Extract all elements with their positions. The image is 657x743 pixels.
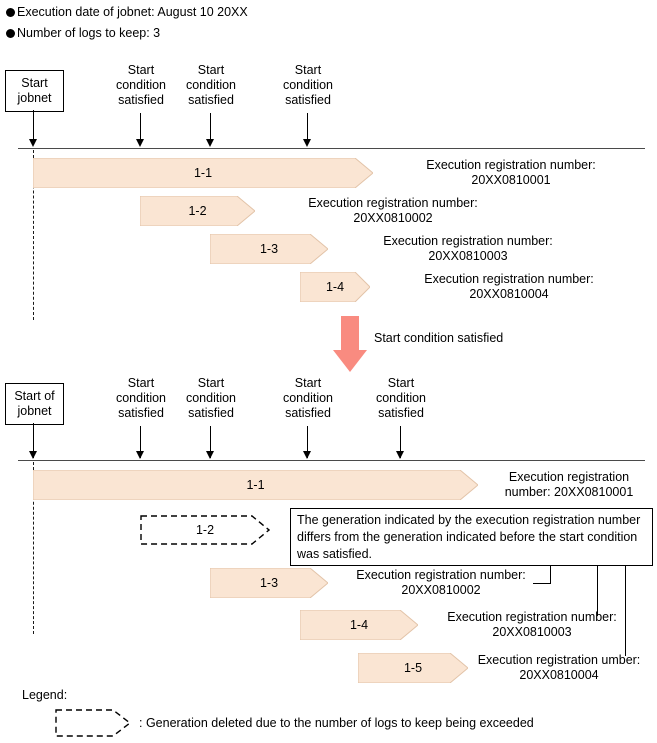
tick-line-start-jobnet-bottom — [33, 423, 34, 458]
legend-description: : Generation deleted due to the number o… — [139, 716, 534, 730]
tick-line-condition-3 — [307, 113, 308, 145]
tick-arrow-condition-1-bottom — [135, 451, 144, 459]
tick-arrow-start-jobnet-bottom — [28, 451, 37, 459]
transition-arrow-label: Start condition satisfied — [374, 331, 504, 345]
start-condition-label-2-bottom: Start condition satisfied — [185, 376, 237, 420]
timeline-top — [18, 148, 645, 149]
generation-bar-1-3-bottom: 1-3 — [210, 568, 328, 598]
arrow-shape-icon — [300, 272, 370, 302]
arrow-shape-icon — [300, 610, 418, 640]
callout-leader-line-2 — [597, 566, 598, 616]
callout-box: The generation indicated by the executio… — [290, 508, 653, 566]
registration-label-1-2-top: Execution registration number: 20XX08100… — [308, 196, 478, 225]
transition-arrow-head — [333, 350, 367, 372]
tick-line-condition-1 — [140, 113, 141, 145]
registration-label-1-3-top: Execution registration number: 20XX08100… — [383, 234, 553, 263]
arrow-shape-icon — [140, 196, 255, 226]
tick-arrow-condition-2-bottom — [205, 451, 214, 459]
registration-label-1-1-top: Execution registration number: 20XX08100… — [426, 158, 596, 187]
generation-bar-1-2-top: 1-2 — [140, 196, 255, 226]
transition-arrow-stem — [341, 316, 359, 352]
header-bullet-execution-date: Execution date of jobnet: August 10 20XX — [6, 5, 248, 19]
arrow-shape-icon — [33, 470, 478, 500]
start-jobnet-box-top: Start jobnet — [5, 70, 64, 112]
generation-bar-1-4-top: 1-4 — [300, 272, 370, 302]
jobnet-start-guideline-bottom — [33, 462, 34, 634]
start-jobnet-box-label: Start of jobnet — [14, 389, 55, 418]
callout-leader-line-1 — [550, 566, 551, 584]
start-condition-label-3-bottom: Start condition satisfied — [282, 376, 334, 420]
generation-bar-1-5-bottom: 1-5 — [358, 653, 468, 683]
arrow-shape-icon — [33, 158, 373, 188]
start-condition-label-1: Start condition satisfied — [115, 63, 167, 107]
header-bullet-text: Number of logs to keep: 3 — [17, 26, 161, 40]
callout-leader-line-3 — [625, 566, 626, 656]
registration-label-1-1-bottom: Execution registration number: 20XX08100… — [504, 470, 634, 499]
legend-title: Legend: — [22, 688, 68, 702]
generation-bar-label: 1-5 — [403, 661, 423, 675]
tick-line-condition-2-bottom — [210, 426, 211, 458]
bullet-dot-icon — [6, 7, 15, 17]
arrow-shape-icon — [210, 568, 328, 598]
tick-line-condition-4-bottom — [400, 426, 401, 458]
start-jobnet-box-label: Start jobnet — [17, 76, 52, 105]
generation-bar-label: 1-2 — [195, 523, 215, 537]
start-condition-label-2: Start condition satisfied — [185, 63, 237, 107]
generation-bar-label: 1-4 — [325, 280, 345, 294]
generation-bar-label: 1-1 — [246, 478, 265, 492]
tick-line-condition-3-bottom — [307, 426, 308, 458]
header-bullet-text: Execution date of jobnet: August 10 20XX — [17, 5, 248, 19]
legend-dashed-arrow-icon — [55, 709, 131, 737]
registration-label-1-3-bottom: Execution registration number: 20XX08100… — [356, 568, 526, 597]
generation-bar-1-1-bottom: 1-1 — [33, 470, 478, 500]
tick-arrow-condition-2 — [205, 139, 214, 147]
arrow-shape-dashed-icon — [140, 515, 270, 545]
timeline-bottom — [18, 460, 645, 461]
start-jobnet-box-bottom: Start of jobnet — [5, 383, 64, 425]
tick-line-condition-2 — [210, 113, 211, 145]
generation-bar-label: 1-3 — [259, 576, 279, 590]
callout-text: The generation indicated by the executio… — [297, 513, 641, 561]
tick-line-condition-1-bottom — [140, 426, 141, 458]
start-condition-label-1-bottom: Start condition satisfied — [115, 376, 167, 420]
tick-arrow-condition-3 — [302, 139, 311, 147]
registration-label-1-4-bottom: Execution registration number: 20XX08100… — [447, 610, 617, 639]
transition-arrow — [333, 316, 367, 372]
generation-bar-1-3-top: 1-3 — [210, 234, 328, 264]
generation-bar-1-4-bottom: 1-4 — [300, 610, 418, 640]
registration-label-1-5-bottom: Execution registration umber: 20XX081000… — [477, 653, 641, 682]
registration-label-1-4-top: Execution registration number: 20XX08100… — [424, 272, 594, 301]
tick-line-start-jobnet — [33, 110, 34, 145]
generation-bar-label: 1-4 — [349, 618, 369, 632]
jobnet-start-guideline-top — [33, 150, 34, 320]
start-condition-label-3: Start condition satisfied — [282, 63, 334, 107]
generation-bar-label: 1-1 — [193, 166, 213, 180]
tick-arrow-condition-4-bottom — [395, 451, 404, 459]
arrow-shape-icon — [210, 234, 328, 264]
generation-bar-label: 1-3 — [259, 242, 279, 256]
start-condition-label-4-bottom: Start condition satisfied — [375, 376, 427, 420]
tick-arrow-condition-3-bottom — [302, 451, 311, 459]
generation-bar-1-2-deleted: 1-2 — [140, 515, 270, 545]
arrow-shape-icon — [358, 653, 468, 683]
header-bullet-logs-to-keep: Number of logs to keep: 3 — [6, 26, 160, 40]
callout-leader-elbow-1 — [533, 583, 551, 584]
bullet-dot-icon — [6, 28, 15, 38]
tick-arrow-start-jobnet — [28, 139, 37, 147]
generation-bar-label: 1-2 — [188, 204, 207, 218]
generation-bar-1-1-top: 1-1 — [33, 158, 373, 188]
tick-arrow-condition-1 — [135, 139, 144, 147]
